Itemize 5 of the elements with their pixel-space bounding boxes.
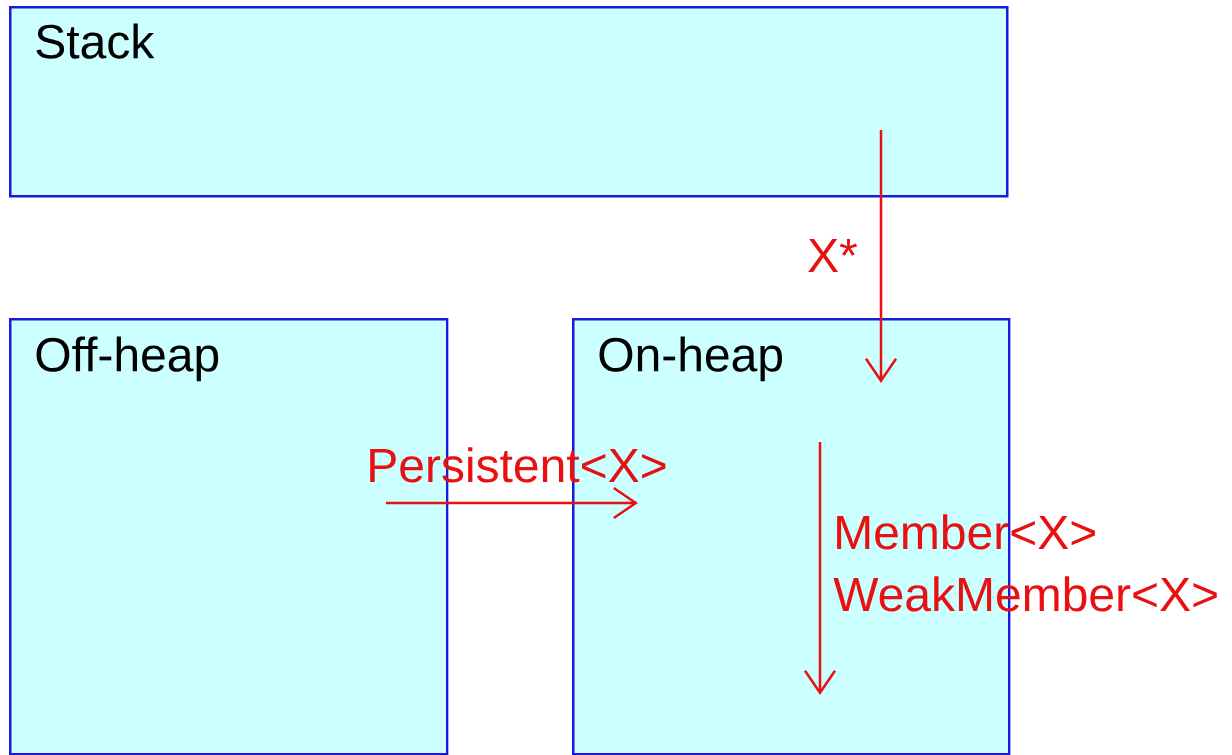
arrow — [386, 486, 638, 520]
edge-label: X* — [808, 238, 858, 272]
arrow — [864, 130, 898, 383]
region-box: Stack — [9, 6, 1009, 198]
arrow — [803, 442, 837, 695]
